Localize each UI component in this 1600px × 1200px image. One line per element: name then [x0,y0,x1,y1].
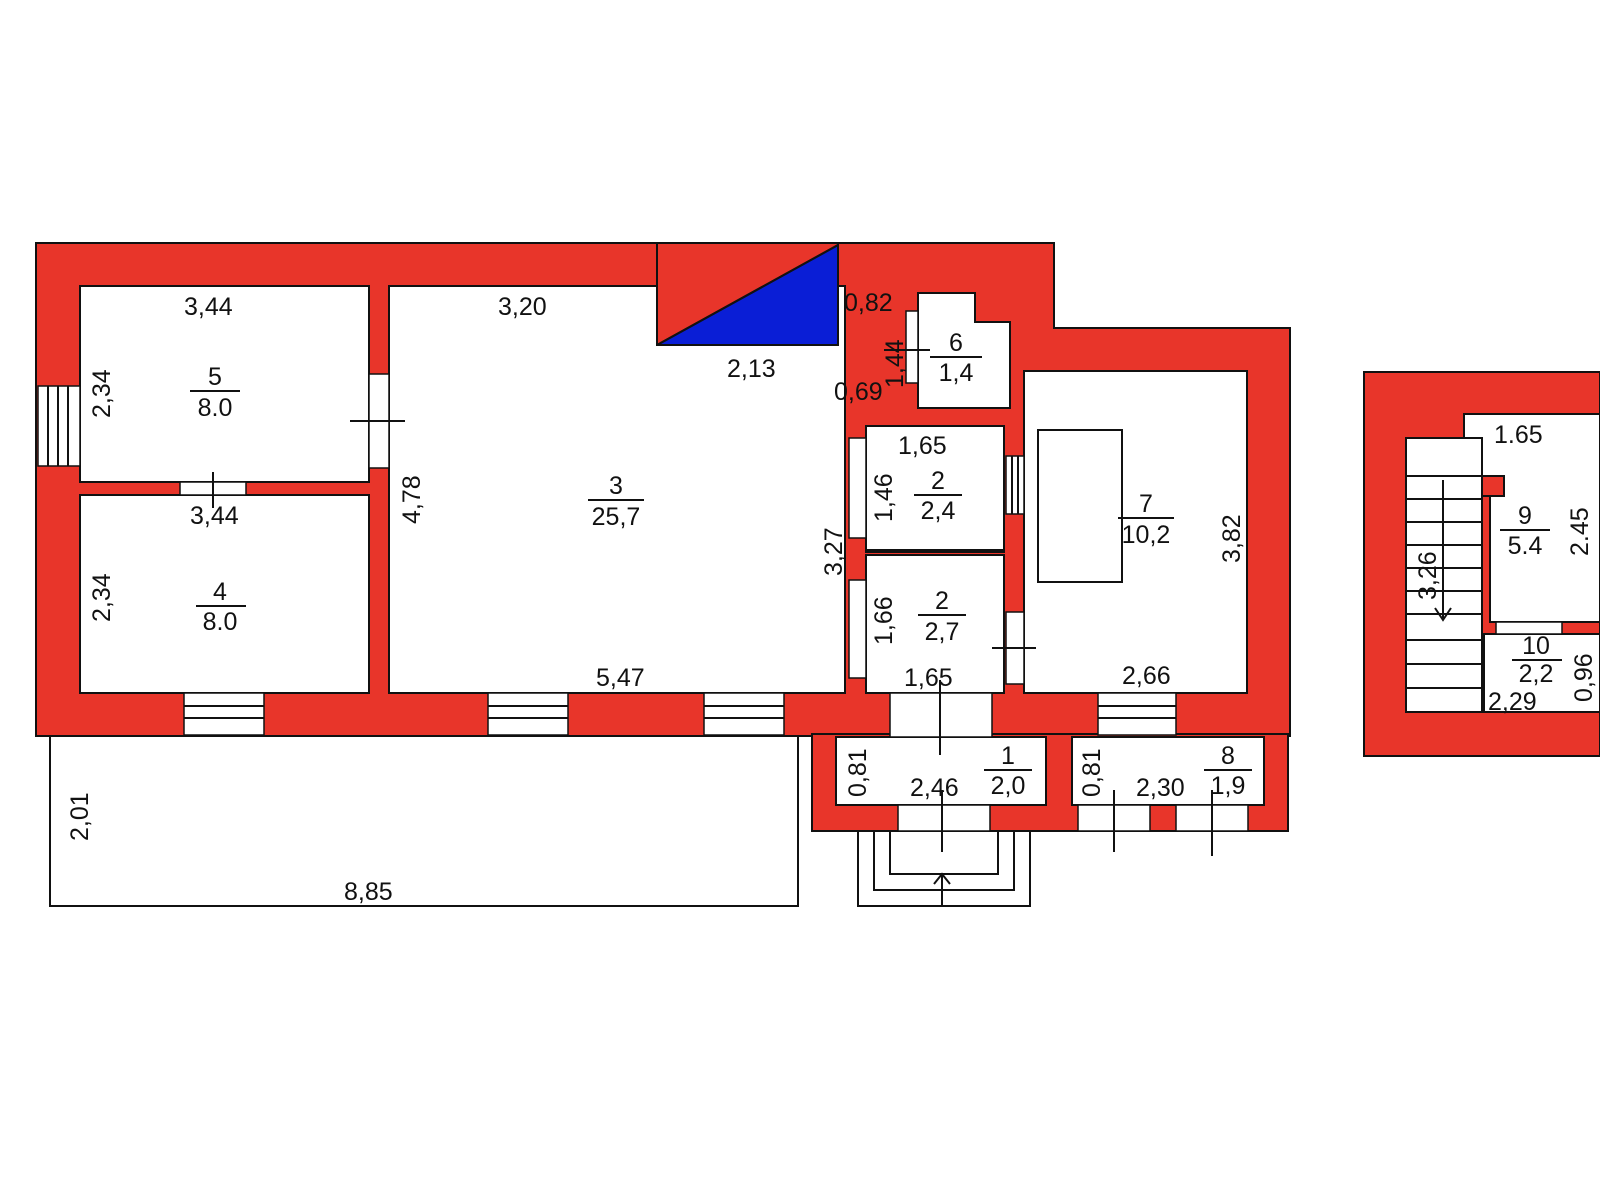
windows [37,385,1177,736]
room-8-area: 1,9 [1211,772,1246,800]
dim-r9-side: 2.45 [1566,507,1594,556]
stair-treads [1406,475,1482,689]
room-1-number: 1 [1001,742,1015,770]
room-6-number: 6 [949,329,963,357]
dim-r3-bottom: 5,47 [596,664,645,692]
dim-r7-bottom: 2,66 [1122,662,1171,690]
room-4-number: 4 [213,578,227,606]
room-7-area: 10,2 [1122,521,1171,549]
stair-post [1481,475,1505,497]
dim-r4-top: 3,44 [190,502,239,530]
dim-r6-bottom: 0,69 [834,378,883,406]
room-4-area: 8.0 [203,608,238,636]
dim-shaft: 2,13 [727,355,776,383]
room-9-area: 5.4 [1508,532,1543,560]
doors [179,310,1249,856]
room-10-door [1495,621,1563,635]
entrance-steps [857,831,1031,907]
dim-r3-right: 3,27 [820,527,848,576]
room-6 [917,292,1011,409]
room-3 [388,285,846,694]
kitchen-counter [1037,429,1123,583]
dim-r1-bottom: 2,46 [910,774,959,802]
dim-r3-left: 4,78 [398,475,426,524]
room-10-number: 10 [1522,632,1550,660]
room-1-area: 2,0 [991,772,1026,800]
dim-r6-top: 0,82 [844,289,893,317]
room-3-number: 3 [609,472,623,500]
room-2a-area: 2,4 [921,497,956,525]
dim-terrace-side: 2,01 [66,792,94,841]
room-6-area: 1,4 [939,359,974,387]
terrace-outline [49,736,799,907]
room-5-number: 5 [208,363,222,391]
dim-r5-left: 2,34 [88,369,116,418]
room-2a-number: 2 [931,467,945,495]
dim-r1-side: 0,81 [844,748,872,797]
dim-terrace-bottom: 8,85 [344,878,393,906]
room-4 [79,494,370,694]
room-10-area: 2,2 [1519,660,1554,688]
dim-r3-top: 3,20 [498,293,547,321]
dim-r9-top: 1.65 [1494,421,1543,449]
dim-r10-bottom: 2,29 [1488,688,1537,716]
dim-stair: 3,26 [1414,551,1442,600]
room-2b-number: 2 [935,587,949,615]
dim-r4-left: 2,34 [88,573,116,622]
room-9-number: 9 [1518,502,1532,530]
dim-r8-bottom: 2,30 [1136,774,1185,802]
dim-r8-side: 0,81 [1078,748,1106,797]
dim-r5-top: 3,44 [184,293,233,321]
room-2b-area: 2,7 [925,618,960,646]
dim-r6-side: 1,44 [881,339,909,388]
room-labels: 5 8.0 4 8.0 3 25,7 6 1,4 2 2,4 2 2,7 7 1… [190,329,1562,800]
shaft-diagonal [656,244,839,346]
dim-r2b-side: 1,66 [870,596,898,645]
dim-r7-side: 3,82 [1218,514,1246,563]
dim-r10-side: 0,96 [1570,653,1598,702]
room-5-area: 8.0 [198,394,233,422]
dimension-labels: 3,44 2,34 3,44 2,34 3,20 4,78 5,47 3,27 … [66,289,1598,906]
dim-r2a-top: 1,65 [898,432,947,460]
room-8-number: 8 [1221,742,1235,770]
room-3-area: 25,7 [592,503,641,531]
room-2-upper [865,425,1005,553]
dim-r2b-bottom: 1,65 [904,664,953,692]
room-7-number: 7 [1139,490,1153,518]
dim-r2a-side: 1,46 [870,473,898,522]
